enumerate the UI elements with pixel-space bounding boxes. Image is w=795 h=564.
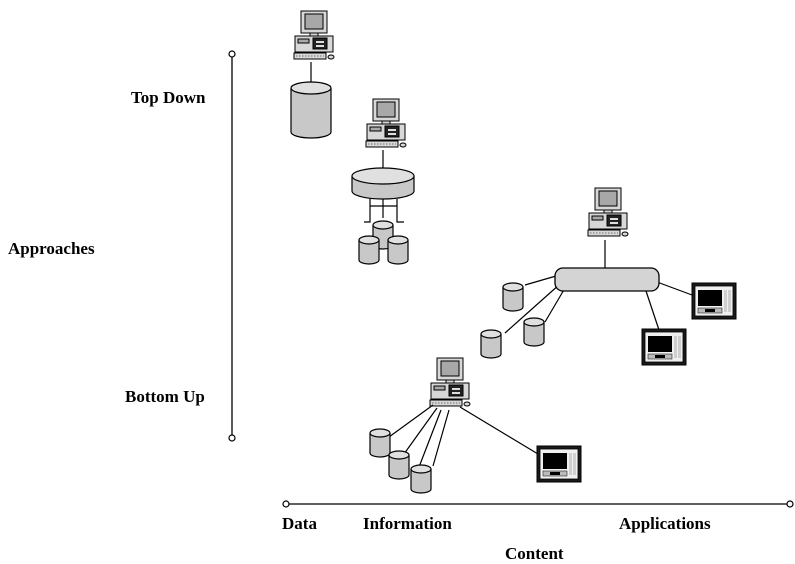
central-data-store-icon <box>351 167 415 200</box>
approaches-axis-title: Approaches <box>8 239 95 258</box>
computer-icon <box>365 98 407 148</box>
content-axis-title: Content <box>505 544 564 563</box>
computer-icon <box>293 10 335 60</box>
application-window-icon <box>536 445 582 483</box>
application-window-icon <box>641 328 687 366</box>
database-cylinder-icon <box>358 235 380 265</box>
top-down-label: Top Down <box>131 88 206 107</box>
computer-icon <box>587 187 629 237</box>
information-store-cluster <box>351 98 415 265</box>
database-cylinder-icon <box>369 428 391 458</box>
database-cylinder-icon <box>410 464 432 494</box>
information-tick-label: Information <box>363 514 452 533</box>
approaches-axis-top-endpoint <box>228 50 236 58</box>
bottom-up-label: Bottom Up <box>125 387 205 406</box>
applications-tick-label: Applications <box>619 514 711 533</box>
database-cylinder-icon <box>480 329 502 359</box>
application-window-icon <box>691 282 737 320</box>
approaches-axis-bottom-endpoint <box>228 434 236 442</box>
service-bus-cluster <box>480 187 737 366</box>
database-cylinder-icon <box>523 317 545 347</box>
bottom-up-cluster <box>369 357 582 494</box>
top-down-data-cluster <box>290 10 335 139</box>
database-cylinder-icon <box>387 235 409 265</box>
database-cylinder-icon <box>290 81 332 139</box>
content-axis-left-endpoint <box>282 500 290 508</box>
database-cylinder-icon <box>502 282 524 312</box>
data-tick-label: Data <box>282 514 317 533</box>
computer-icon <box>429 357 471 407</box>
content-axis-right-endpoint <box>786 500 794 508</box>
database-cylinder-icon <box>388 450 410 480</box>
service-bus-icon <box>554 267 660 292</box>
